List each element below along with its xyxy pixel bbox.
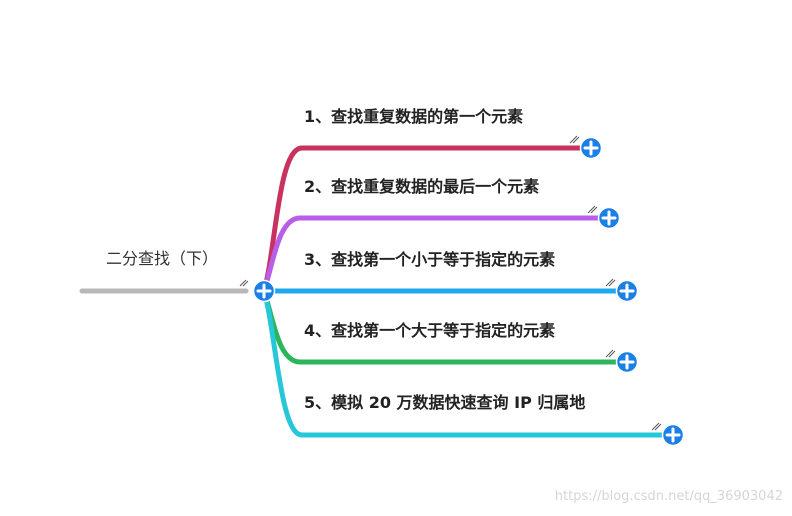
root-label[interactable]: 二分查找（下）	[106, 249, 218, 268]
root-expand-button[interactable]	[252, 279, 276, 303]
plus-glyph	[583, 140, 599, 156]
root-resize-marker	[239, 279, 249, 287]
branch-resize-marker-4	[605, 349, 616, 358]
branch-resize-marker-3	[605, 278, 616, 287]
branch-label-5[interactable]: 5、模拟 20 万数据快速查询 IP 归属地	[304, 393, 585, 412]
plus-glyph	[665, 427, 681, 443]
plus-glyph	[601, 210, 617, 226]
branch-expand-button-1[interactable]	[579, 136, 603, 160]
branch-label-1[interactable]: 1、查找重复数据的第一个元素	[304, 107, 523, 126]
branch-resize-marker-5	[651, 422, 662, 431]
branch-resize-marker-1	[569, 135, 580, 144]
plus-glyph	[619, 283, 635, 299]
branch-curve-5	[261, 288, 675, 438]
branch-expand-button-3[interactable]	[615, 279, 639, 303]
root-plus-glyph	[256, 283, 272, 299]
branch-label-3[interactable]: 3、查找第一个小于等于指定的元素	[304, 250, 555, 269]
branch-expand-button-5[interactable]	[661, 423, 685, 447]
watermark: https://blog.csdn.net/qq_36903042	[555, 489, 783, 504]
plus-glyph	[619, 354, 635, 370]
branch-resize-marker-2	[587, 205, 598, 214]
branch-expand-button-2[interactable]	[597, 206, 621, 230]
branch-expand-button-4[interactable]	[615, 350, 639, 374]
branch-label-2[interactable]: 2、查找重复数据的最后一个元素	[304, 177, 539, 196]
branch-label-4[interactable]: 4、查找第一个大于等于指定的元素	[304, 321, 555, 340]
